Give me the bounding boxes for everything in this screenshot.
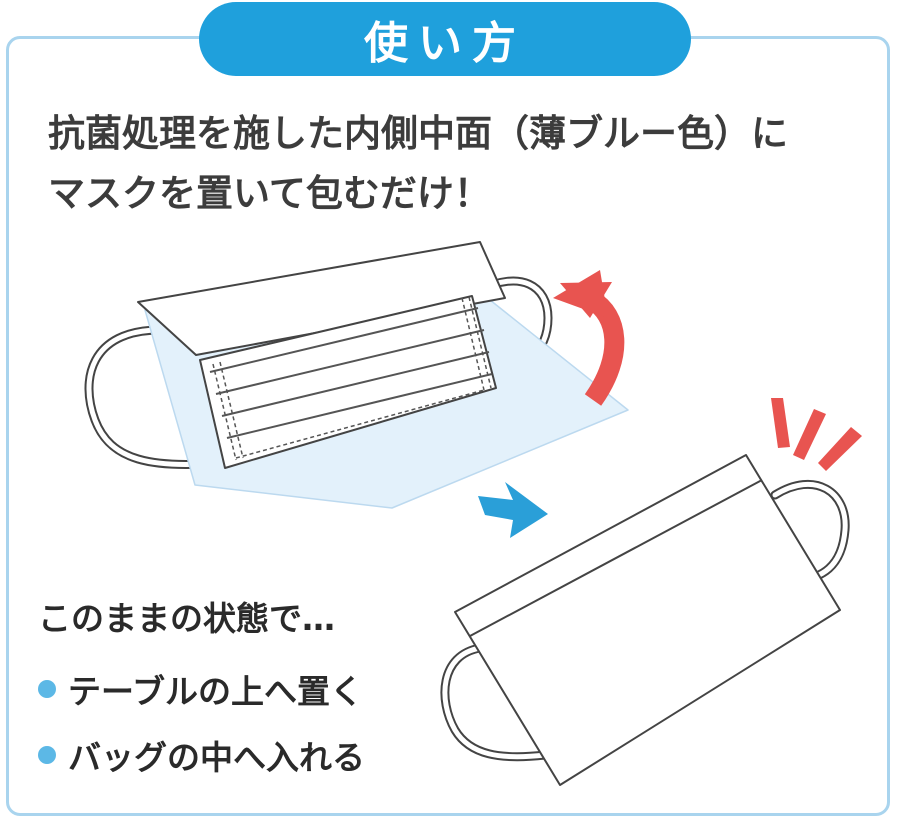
headline-line-2: マスクを置いて包むだけ！ — [48, 172, 491, 215]
section-title: 使い方 — [199, 2, 691, 76]
list-item-label: バッグの中へ入れる — [68, 738, 365, 777]
status-text: このままの状態で… — [38, 599, 335, 638]
headline: 抗菌処理を施した内側中面（薄ブルー色）に マスクを置いて包むだけ！ — [48, 104, 888, 224]
list-item-label: テーブルの上へ置く — [68, 672, 364, 711]
usage-list: テーブルの上へ置く バッグの中へ入れる — [38, 656, 365, 788]
bullet-dot-icon — [38, 680, 56, 698]
list-item: テーブルの上へ置く — [38, 656, 365, 722]
list-item: バッグの中へ入れる — [38, 722, 365, 788]
headline-line-1: 抗菌処理を施した内側中面（薄ブルー色）に — [48, 112, 788, 155]
bullet-dot-icon — [38, 746, 56, 764]
